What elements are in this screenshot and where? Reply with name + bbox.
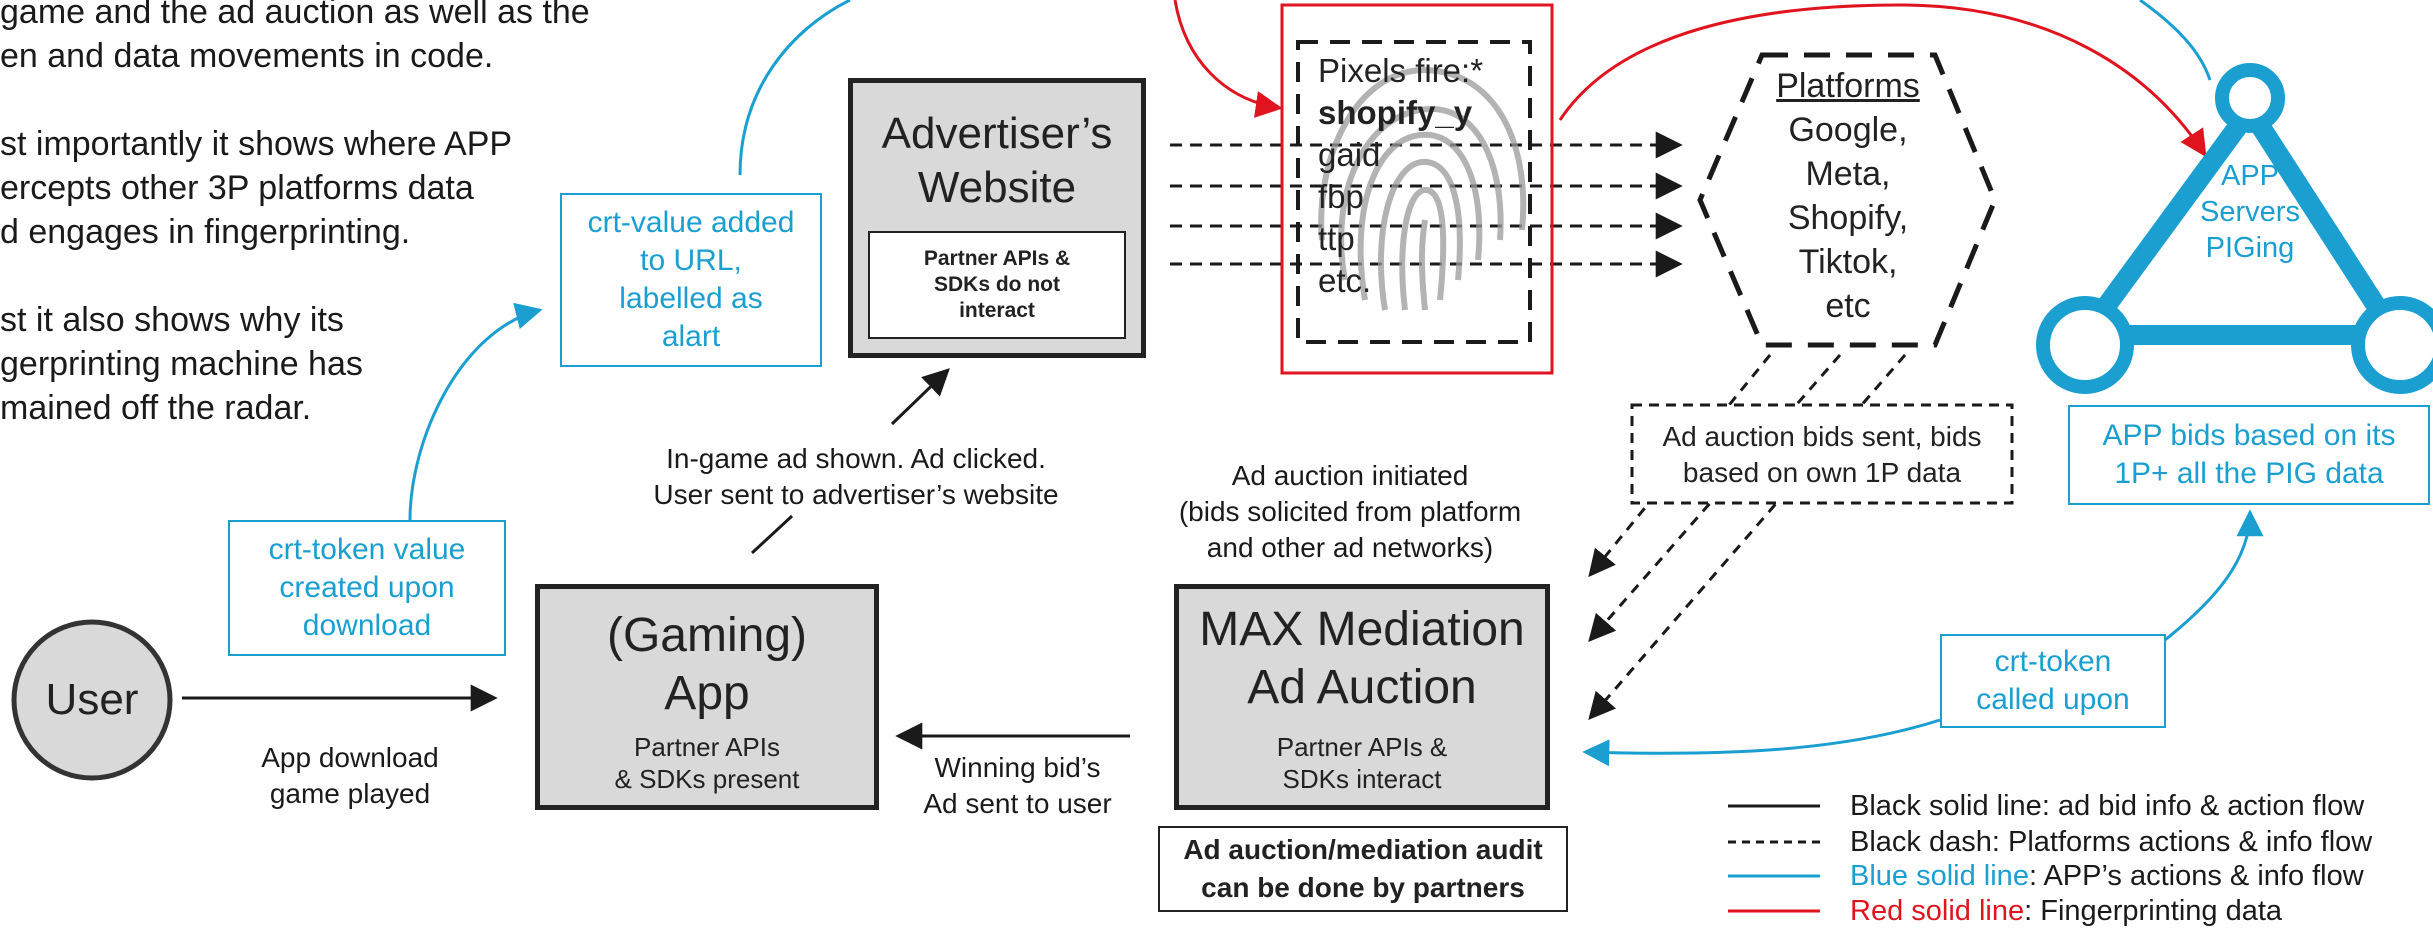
intro-line xyxy=(0,78,720,122)
gaming-app-box: (Gaming) App Partner APIs & SDKs present xyxy=(535,584,879,810)
fingerprint-red-box xyxy=(1280,3,1554,375)
app-bids-box: APP bids based on its 1P+ all the PIG da… xyxy=(2068,405,2430,505)
intro-line: ercepts other 3P platforms data xyxy=(0,169,474,207)
ingame-ad-upper-line xyxy=(890,368,950,426)
gaming-app-title: (Gaming) xyxy=(606,609,808,662)
ad-auction-bids-box xyxy=(1630,403,2014,505)
blue-arrow-token-to-crt-value xyxy=(408,302,543,521)
crt-token-created-box: crt-token value created upon download xyxy=(228,520,506,656)
winning-bid-caption: Winning bid’s Ad sent to user xyxy=(923,752,1112,819)
red-arrow-to-app-servers xyxy=(1558,3,2207,158)
user-node-circle xyxy=(11,619,173,781)
pixel-dash-arrows xyxy=(1170,131,1683,278)
advertiser-website-box: Advertiser’s Website Partner APIs & SDKs… xyxy=(848,78,1146,358)
intro-line: mained off the radar. xyxy=(0,389,312,427)
blue-arrow-top-right xyxy=(2139,0,2212,81)
app-servers-triangle xyxy=(2036,63,2433,394)
user-caption: App download game played xyxy=(261,742,439,809)
intro-text: game and the ad auction as well as the e… xyxy=(0,0,720,430)
intro-line: d engages in fingerprinting. xyxy=(0,213,411,251)
gaming-app-subtitle: Partner APIs xyxy=(634,732,780,762)
audit-box: Ad auction/mediation audit can be done b… xyxy=(1158,826,1568,912)
blue-arrow-crt-called-to-bids xyxy=(2164,509,2264,642)
legend-red-solid: Red solid line: Fingerprinting data xyxy=(1850,895,2283,927)
app-servers-label: APP Servers PIGing xyxy=(2200,160,2300,264)
ad-auction-initiated-caption: Ad auction initiated (bids solicited fro… xyxy=(1178,460,1522,563)
legend-blue-solid: Blue solid line: APP’s actions & info fl… xyxy=(1850,860,2364,892)
fingerprint-graphic xyxy=(1318,66,1527,311)
legend-black-dash: Black dash: Platforms actions & info flo… xyxy=(1850,826,2373,858)
user-label: User xyxy=(45,675,139,724)
intro-line: gerprinting machine has xyxy=(0,345,363,383)
ingame-ad-lower-line xyxy=(750,514,794,555)
max-mediation-box: MAX Mediation Ad Auction Partner APIs & … xyxy=(1174,584,1550,810)
intro-line: en and data movements in code. xyxy=(0,37,494,75)
red-arrow-into-pixels xyxy=(1173,0,1283,118)
legend-black-solid: Black solid line: ad bid info & action f… xyxy=(1850,790,2365,822)
max-subtitle: Partner APIs & xyxy=(1276,732,1448,762)
max-title: MAX Mediation xyxy=(1199,603,1525,656)
crt-token-called-box: crt-token called upon xyxy=(1940,634,2166,728)
pixels-dashed-box xyxy=(1296,40,1532,344)
intro-line: st it also shows why its xyxy=(0,301,344,339)
intro-line: st importantly it shows where APP xyxy=(0,125,513,163)
blue-arrow-crt-called-to-max xyxy=(1582,718,1941,767)
user-node: User xyxy=(14,622,170,778)
platforms-text: Platforms Google, Meta, Shopify, Tiktok,… xyxy=(1738,64,1958,328)
intro-line: game and the ad auction as well as the xyxy=(0,0,590,31)
blue-arrow-crt-value-up xyxy=(738,0,851,176)
advertiser-title: Advertiser’s xyxy=(881,109,1113,158)
pixels-fire-list: Pixels fire:* shopify_y gaid fbp ttp etc… xyxy=(1318,52,1484,299)
advertiser-inner-box: Partner APIs & SDKs do not interact xyxy=(868,231,1126,339)
crt-value-added-box: crt-value added to URL, labelled as alar… xyxy=(560,193,822,367)
platforms-hexagon xyxy=(1697,52,1998,348)
platforms-title: Platforms xyxy=(1776,67,1920,105)
ingame-ad-caption: In-game ad shown. Ad clicked. User sent … xyxy=(653,443,1059,510)
ad-auction-bids-text: Ad auction bids sent, bids based on own … xyxy=(1662,421,1982,488)
